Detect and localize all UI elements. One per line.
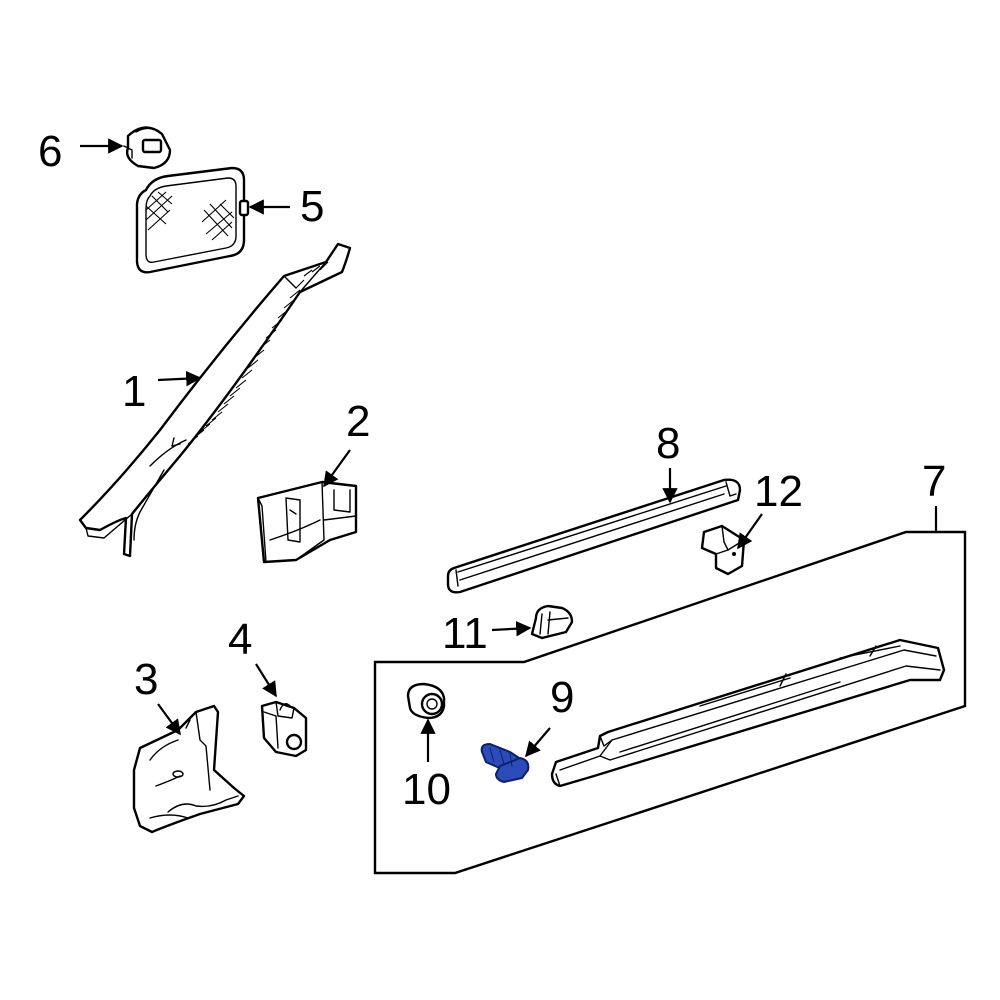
callout-7: 7 (922, 457, 946, 506)
leader-2 (323, 449, 351, 488)
leader-4 (255, 663, 277, 698)
callout-3: 3 (134, 655, 158, 704)
part-9-clip-highlighted[interactable] (480, 743, 530, 783)
part-10-grommet[interactable] (406, 682, 446, 720)
callout-2: 2 (346, 397, 370, 446)
part-7-rocker-panel[interactable] (550, 638, 946, 788)
part-8-sill-strip[interactable] (446, 478, 742, 594)
callout-12: 12 (754, 467, 803, 516)
callout-4: 4 (228, 615, 252, 664)
part-2-bracket[interactable] (256, 480, 358, 564)
part-4-clip[interactable] (260, 700, 308, 758)
leader-1 (157, 370, 202, 387)
callout-1: 1 (122, 367, 146, 416)
part-1-pillar-trim[interactable] (78, 242, 352, 558)
callout-5: 5 (300, 182, 324, 231)
leader-9 (524, 727, 551, 758)
part-3-kick-panel[interactable] (132, 704, 246, 834)
part-5-window-panel[interactable] (135, 166, 250, 274)
part-11-clip[interactable] (530, 604, 574, 640)
assembly-frame-7 (373, 530, 967, 875)
leader-lines (80, 138, 938, 762)
callout-labels: 6 5 1 2 3 4 8 12 7 11 9 10 (38, 127, 946, 814)
leader-12 (737, 513, 763, 550)
callout-9: 9 (550, 673, 574, 722)
callout-8: 8 (656, 419, 680, 468)
part-6-clip[interactable] (123, 126, 172, 170)
part-12-clip[interactable] (700, 524, 746, 576)
leader-3 (157, 703, 181, 736)
callout-11: 11 (442, 609, 488, 658)
callout-6: 6 (38, 127, 62, 176)
callout-10: 10 (402, 765, 451, 814)
leader-11 (491, 621, 532, 637)
